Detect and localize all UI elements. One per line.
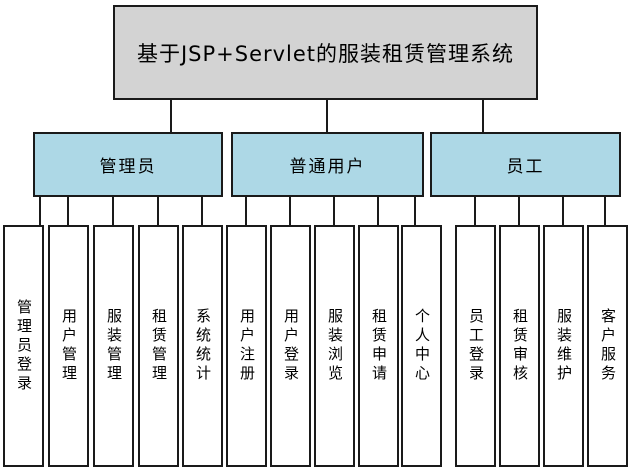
group-label-employee: 员工 <box>506 157 545 177</box>
leaf-label: 服装维护 <box>555 308 573 384</box>
leaf-box-customer-service: 客户服务 <box>587 225 628 467</box>
connector-line <box>170 100 172 133</box>
leaf-label: 服装管理 <box>105 308 123 384</box>
leaf-box-employee-login: 员工登录 <box>455 225 496 467</box>
connector-line <box>39 196 41 226</box>
leaf-box-clothing-maintenance: 服装维护 <box>543 225 584 467</box>
leaf-label: 租赁管理 <box>150 308 168 384</box>
leaf-label: 服装浏览 <box>326 308 344 384</box>
connector-line <box>482 100 484 133</box>
connector-line <box>604 196 606 226</box>
leaf-box-rental-management: 租赁管理 <box>138 225 179 467</box>
leaf-label: 用户登录 <box>282 308 300 384</box>
group-label-admin: 管理员 <box>99 157 157 177</box>
leaf-box-rental-review: 租赁审核 <box>499 225 540 467</box>
connector-line <box>289 196 291 226</box>
connector-line <box>518 196 520 226</box>
title-box: 基于JSP+Servlet的服装租赁管理系统 <box>113 5 538 100</box>
leaf-box-system-statistics: 系统统计 <box>182 225 223 467</box>
leaf-label: 员工登录 <box>467 308 485 384</box>
group-box-employee: 员工 <box>430 132 621 197</box>
leaf-label: 个人中心 <box>413 308 431 384</box>
leaf-box-personal-center: 个人中心 <box>401 225 442 467</box>
group-box-admin: 管理员 <box>33 132 223 197</box>
leaf-label: 租赁审核 <box>511 308 529 384</box>
leaf-label: 租赁申请 <box>370 308 388 384</box>
connector-line <box>245 196 247 226</box>
leaf-box-clothing-browse: 服装浏览 <box>314 225 355 467</box>
connector-line <box>157 196 159 226</box>
leaf-label: 用户管理 <box>60 308 78 384</box>
group-label-user: 普通用户 <box>289 157 366 177</box>
connector-line <box>333 196 335 226</box>
leaf-label: 管理员登录 <box>15 298 33 394</box>
leaf-box-user-login: 用户登录 <box>270 225 311 467</box>
connector-line <box>474 196 476 226</box>
group-box-user: 普通用户 <box>231 132 424 197</box>
connector-line <box>377 196 379 226</box>
title-text: 基于JSP+Servlet的服装租赁管理系统 <box>136 41 515 66</box>
leaf-label: 系统统计 <box>194 308 212 384</box>
connector-line <box>67 196 69 226</box>
leaf-box-clothing-management: 服装管理 <box>93 225 134 467</box>
leaf-label: 客户服务 <box>599 308 617 384</box>
leaf-label: 用户注册 <box>238 308 256 384</box>
leaf-box-rental-apply: 租赁申请 <box>358 225 399 467</box>
connector-line <box>326 100 328 133</box>
leaf-box-admin-login: 管理员登录 <box>3 225 44 467</box>
connector-line <box>201 196 203 226</box>
connector-line <box>562 196 564 226</box>
leaf-box-user-register: 用户注册 <box>226 225 267 467</box>
connector-line <box>112 196 114 226</box>
connector-line <box>414 196 416 226</box>
leaf-box-user-management: 用户管理 <box>48 225 89 467</box>
